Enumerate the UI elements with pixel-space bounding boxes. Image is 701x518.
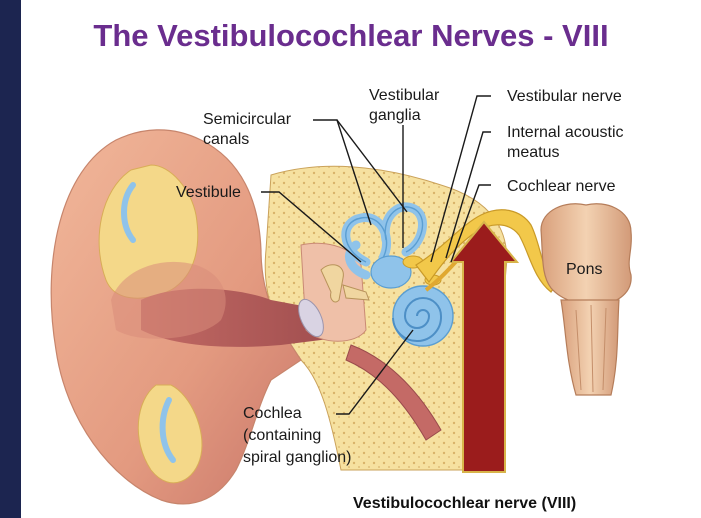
svg-text:Cochlea: Cochlea — [243, 405, 302, 422]
label-pons: Pons — [566, 261, 602, 278]
svg-text:Vestibular: Vestibular — [369, 87, 440, 104]
label-cochlear-nerve: Cochlear nerve — [507, 178, 616, 195]
svg-text:(containing: (containing — [243, 427, 321, 444]
svg-text:canals: canals — [203, 131, 249, 148]
svg-text:Semicircular: Semicircular — [203, 111, 292, 128]
label-vestibular-nerve: Vestibular nerve — [507, 88, 622, 105]
svg-text:spiral ganglion): spiral ganglion) — [243, 449, 352, 466]
label-vestibulocochlear-nerve: Vestibulocochlear nerve (VIII) — [353, 495, 576, 512]
svg-text:Internal acoustic: Internal acoustic — [507, 124, 624, 141]
label-internal-acoustic-meatus: Internal acoustic meatus — [507, 124, 624, 161]
pons-brainstem — [541, 204, 631, 395]
slide: The Vestibulocochlear Nerves - VIII — [21, 0, 701, 518]
label-semicircular-canals: Semicircular canals — [203, 111, 292, 148]
label-vestibule: Vestibule — [176, 184, 241, 201]
label-vestibular-ganglia: Vestibular ganglia — [369, 87, 440, 124]
svg-text:meatus: meatus — [507, 144, 559, 161]
svg-text:ganglia: ganglia — [369, 107, 421, 124]
ear-anatomy-illustration: Semicircular canals Vestibular ganglia V… — [21, 0, 701, 518]
cochlea-shape — [393, 286, 453, 346]
